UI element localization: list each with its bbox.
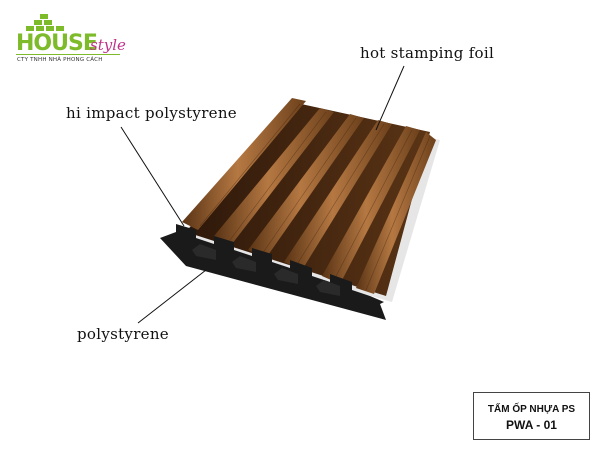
logo-divider xyxy=(16,54,120,55)
product-name: TẤM ỐP NHỰA PS xyxy=(487,404,576,415)
brand-logo: HOUSE style CTY TNHH NHÀ PHONG CÁCH xyxy=(14,12,134,70)
label-hi-impact-polystyrene: hi impact polystyrene xyxy=(66,104,237,122)
product-code: PWA - 01 xyxy=(506,418,557,432)
panel-cross-section xyxy=(160,224,386,320)
label-hot-stamping-foil: hot stamping foil xyxy=(360,44,495,62)
leader-hot-stamping xyxy=(375,65,405,131)
product-info-box: TẤM ỐP NHỰA PS PWA - 01 xyxy=(473,392,590,440)
leader-hi-impact xyxy=(120,126,185,227)
wood-grain xyxy=(199,103,431,291)
label-polystyrene: polystyrene xyxy=(77,325,169,343)
logo-word: HOUSE xyxy=(16,31,98,56)
logo-style-word: style xyxy=(90,36,126,54)
logo-blocks-icon xyxy=(26,14,64,31)
logo-subtitle: CTY TNHH NHÀ PHONG CÁCH xyxy=(17,57,103,63)
panel-ridges xyxy=(182,98,436,294)
leader-polystyrene xyxy=(137,269,207,324)
